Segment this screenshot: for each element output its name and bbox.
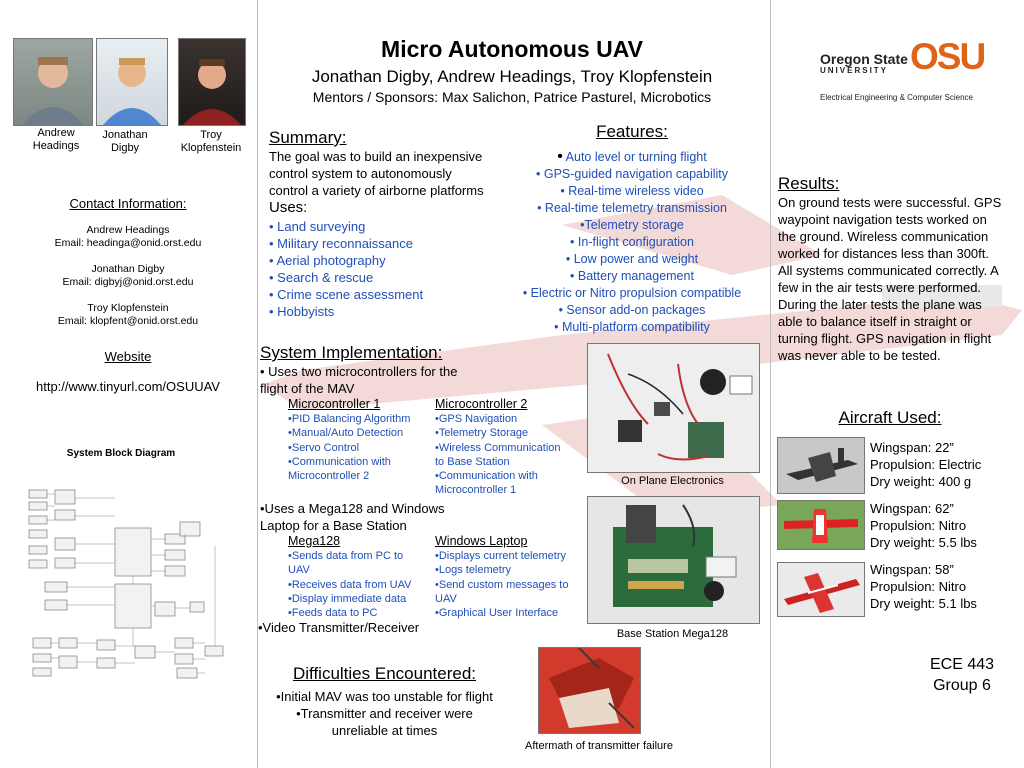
list-item: • Real-time wireless video: [560, 184, 704, 198]
photo-jonathan-digby: [96, 38, 168, 126]
windows-laptop-section: Windows Laptop •Displays current telemet…: [435, 534, 585, 620]
list-item: • GPS-guided navigation capability: [536, 167, 728, 181]
osu-logo: Oregon State UNIVERSITY OSU Electrical E…: [818, 36, 988, 106]
osu-logo-dept: Electrical Engineering & Computer Scienc…: [820, 93, 973, 102]
summary-heading: Summary:: [269, 128, 347, 147]
features-list: • Auto level or turning flight • GPS-gui…: [500, 148, 764, 336]
electronics-board-icon: [607, 353, 753, 461]
mega128-section: Mega128 •Sends data from PC to UAV •Rece…: [288, 534, 428, 620]
list-item: • Aerial photography: [269, 253, 386, 268]
list-item: • Multi-platform compatibility: [554, 320, 710, 334]
windows-laptop-title: Windows Laptop: [435, 534, 528, 548]
base-station-photo: [587, 496, 760, 624]
poster-title: Micro Autonomous UAV: [381, 36, 643, 62]
circuit-board-icon: [613, 504, 737, 607]
mega128-title: Mega128: [288, 534, 341, 548]
on-plane-electronics-caption: On Plane Electronics: [621, 475, 724, 487]
person-icon: [183, 59, 241, 125]
osu-logo-name: Oregon State UNIVERSITY: [820, 51, 908, 75]
microcontroller-2-title: Microcontroller 2: [435, 397, 528, 411]
list-item: • Hobbyists: [269, 304, 335, 319]
photo-andrew-headings: [13, 38, 93, 126]
on-plane-electronics-photo: [587, 343, 760, 473]
video-transmitter-line: •Video Transmitter/Receiver: [258, 620, 420, 635]
difficulties-text: •Initial MAV was too unstable for flight…: [276, 689, 493, 738]
damaged-aircraft-icon: [539, 648, 640, 733]
list-item: • Low power and weight: [565, 252, 699, 266]
list-item: • Battery management: [570, 269, 694, 283]
difficulties-heading: Difficulties Encountered:: [292, 664, 476, 683]
block-diagram-title: System Block Diagram: [66, 448, 176, 459]
results-heading: Results:: [778, 174, 840, 193]
poster-authors: Jonathan Digby, Andrew Headings, Troy Kl…: [311, 67, 713, 86]
aircraft-icon: [786, 448, 858, 482]
list-item: • Sensor add-on packages: [558, 303, 706, 317]
microcontroller-1-title: Microcontroller 1: [288, 397, 381, 411]
aircraft-photo-nitro-58: [777, 562, 865, 617]
person-icon: [22, 57, 84, 125]
uses-list: • Land surveying • Military reconnaissan…: [269, 218, 423, 320]
system-block-diagram: [28, 489, 224, 679]
website-url[interactable]: http://www.tinyurl.com/OSUUAV: [36, 379, 220, 394]
uses-heading: Uses:: [269, 199, 308, 216]
aircraft-icon: [778, 501, 864, 549]
microcontroller-1-section: Microcontroller 1 •PID Balancing Algorit…: [288, 397, 428, 483]
features-heading: Features:: [596, 122, 668, 141]
aftermath-caption: Aftermath of transmitter failure: [525, 740, 673, 752]
aircraft-icon: [784, 573, 860, 613]
list-item: • Land surveying: [269, 219, 366, 234]
photo-troy-klopfenstein: [178, 38, 246, 126]
list-item: • Search & rescue: [269, 270, 374, 285]
right-column-divider: [770, 0, 771, 768]
left-column-divider: [257, 0, 258, 768]
list-item: • Electric or Nitro propulsion compatibl…: [522, 286, 742, 300]
aircraft-heading: Aircraft Used:: [838, 408, 942, 427]
list-item: • Real-time telemetry transmission: [537, 201, 727, 215]
list-item: • Military reconnaissance: [269, 236, 413, 251]
website-heading: Website: [104, 349, 152, 364]
poster-mentors: Mentors / Sponsors: Max Salichon, Patric…: [312, 89, 712, 105]
person-icon: [103, 58, 161, 125]
aircraft-photo-electric: [777, 437, 865, 494]
transmitter-failure-photo: [538, 647, 641, 734]
list-item: •Telemetry storage: [580, 218, 684, 232]
osu-logo-mark: OSU: [910, 36, 986, 77]
list-item: • Crime scene assessment: [269, 287, 424, 302]
list-item: • In-flight configuration: [570, 235, 694, 249]
system-heading: System Implementation:: [260, 343, 443, 362]
microcontroller-2-section: Microcontroller 2 •GPS Navigation •Telem…: [435, 397, 580, 498]
contact-heading: Contact Information:: [69, 196, 187, 211]
base-station-caption: Base Station Mega128: [616, 628, 729, 640]
aircraft-photo-nitro-62: [777, 500, 865, 550]
list-item: • Auto level or turning flight: [557, 148, 707, 165]
